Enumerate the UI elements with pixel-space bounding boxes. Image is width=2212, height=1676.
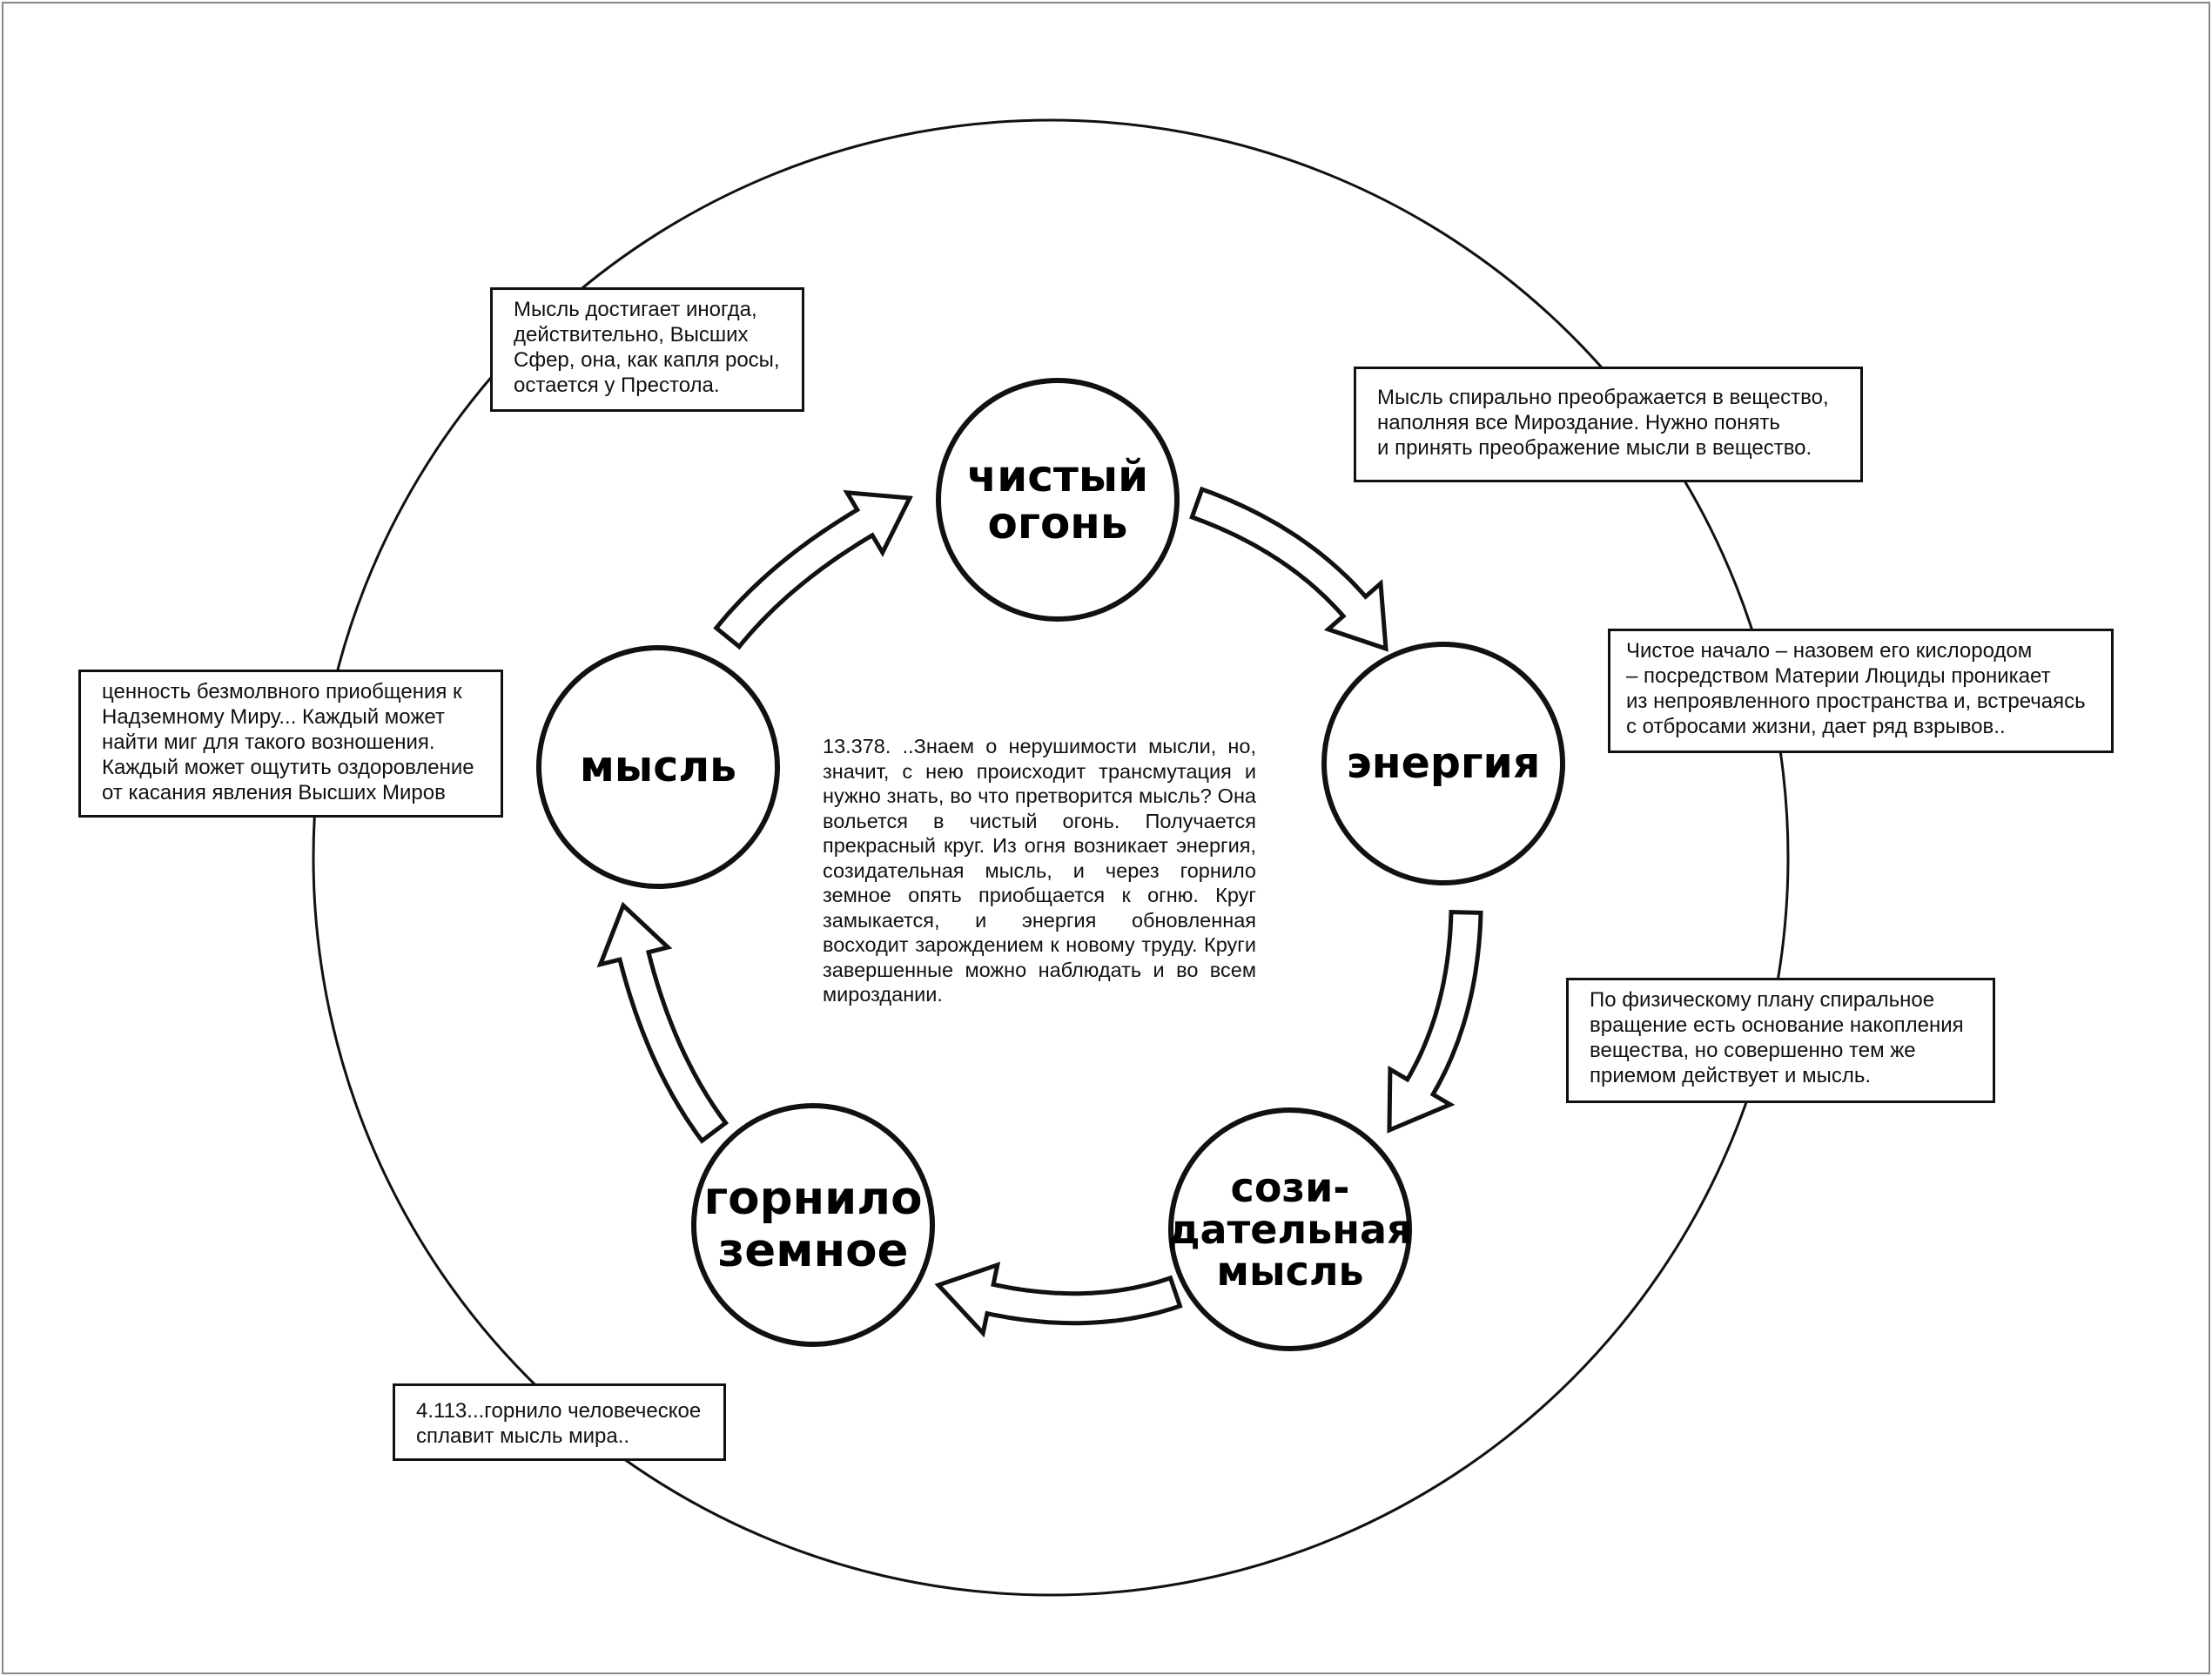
arrow-crucible-to-thought — [596, 901, 729, 1144]
node-circle-creative-thought — [1168, 1107, 1412, 1351]
node-label-thought: мысль — [579, 742, 737, 791]
arrow-energy-to-creative — [1387, 910, 1483, 1134]
quote-box-top-left: Мысль достигает иногда, действительно, В… — [490, 287, 804, 412]
quote-box-right: Чистое начало – назовем его кислородом –… — [1608, 629, 2114, 753]
node-circle-earthly-crucible — [691, 1103, 935, 1347]
arrow-creative-to-crucible — [934, 1262, 1183, 1338]
node-label-fire: чистый огонь — [966, 451, 1149, 549]
arrow-thought-to-fire — [713, 489, 913, 650]
arrow-fire-to-energy — [1189, 486, 1388, 652]
cycle-arrows — [596, 486, 1483, 1338]
node-circle-thought — [536, 645, 780, 889]
quote-box-right-lower: По физическому плану спиральное вращение… — [1566, 978, 1995, 1103]
quote-box-left: ценность безмолвного приобщения к Надзем… — [78, 670, 503, 818]
center-quote-text: 13.378. ..Знаем о нерушимости мысли, но,… — [823, 735, 1256, 1006]
node-label-earthly-crucible: горнило земное — [703, 1172, 923, 1277]
node-circle-fire — [936, 378, 1180, 622]
quote-box-bottom-left: 4.113...горнило человеческое сплавит мыс… — [393, 1383, 726, 1461]
node-label-energy: энергия — [1346, 738, 1541, 788]
node-circle-energy — [1321, 642, 1565, 885]
cycle-nodes — [536, 378, 1565, 1351]
outer-circle — [312, 118, 1790, 1597]
node-label-creative-thought: сози- дательная мысль — [1167, 1164, 1413, 1295]
quote-box-top-right: Мысль спирально преображается в вещество… — [1354, 367, 1863, 482]
